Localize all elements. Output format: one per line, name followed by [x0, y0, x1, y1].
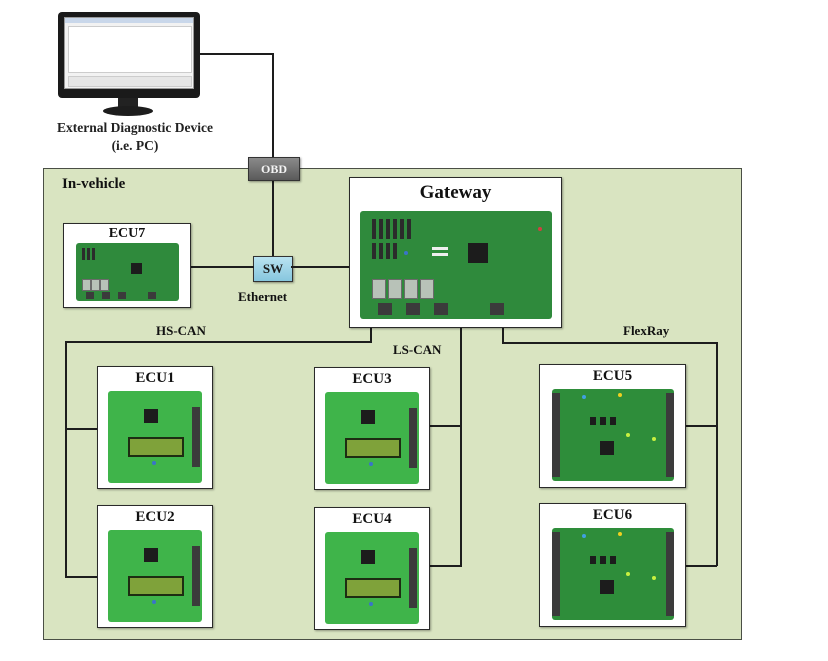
ethernet-switch: SW — [253, 256, 293, 282]
hs-can-ecu1-stub — [65, 428, 97, 430]
ecu3-board-image — [325, 392, 419, 484]
obd-to-switch-wire — [272, 178, 274, 257]
ls-can-ecu4-stub — [429, 565, 461, 567]
window-content — [68, 26, 192, 73]
monitor-neck — [118, 98, 138, 108]
ls-can-bus-vertical — [460, 326, 462, 567]
flexray-ecu5-stub — [684, 425, 717, 427]
flexray-ecu6-stub — [684, 565, 717, 567]
gateway-title: Gateway — [419, 182, 492, 203]
flexray-gateway-drop — [502, 326, 504, 344]
ecu6-title: ECU6 — [592, 507, 633, 523]
switch-to-gateway-wire — [291, 266, 350, 268]
pc-to-obd-wire — [200, 53, 274, 55]
flexray-label: FlexRay — [623, 323, 670, 338]
pc-to-obd-wire-vertical — [272, 53, 274, 158]
ecu4-board-image — [325, 532, 419, 624]
ecu5-node: ECU5 — [539, 364, 686, 488]
ls-can-ecu3-stub — [429, 425, 461, 427]
ecu7-title: ECU7 — [108, 226, 146, 241]
gateway-board-image — [360, 211, 552, 319]
ecu2-title: ECU2 — [135, 509, 175, 525]
ecu1-board-image — [108, 391, 202, 483]
ecu2-board-image — [108, 530, 202, 622]
flexray-bus-horizontal — [502, 342, 717, 344]
ecu3-title: ECU3 — [352, 371, 392, 387]
gateway-node: Gateway — [349, 177, 562, 328]
external-device-label: External Diagnostic Device — [57, 120, 213, 135]
window-controls — [68, 76, 192, 87]
ecu6-board-image — [552, 528, 674, 620]
ecu2-node: ECU2 — [97, 505, 213, 628]
hs-can-bus-horizontal — [65, 341, 372, 343]
flexray-bus-vertical — [716, 342, 718, 566]
pc-screen — [64, 17, 194, 89]
ls-can-label: LS-CAN — [393, 342, 442, 357]
ecu5-title: ECU5 — [592, 368, 633, 384]
hs-can-bus-vertical — [65, 341, 67, 577]
hs-can-label: HS-CAN — [156, 323, 206, 338]
hs-can-gateway-drop — [370, 326, 372, 342]
monitor-stand — [103, 106, 153, 116]
ecu4-title: ECU4 — [352, 511, 392, 527]
window-titlebar — [65, 18, 193, 23]
ecu1-node: ECU1 — [97, 366, 213, 489]
ecu1-title: ECU1 — [135, 370, 175, 386]
ecu7-board-image — [76, 243, 179, 301]
ecu7-to-switch-wire — [190, 266, 254, 268]
ecu4-node: ECU4 — [314, 507, 430, 630]
external-device-sublabel: (i.e. PC) — [111, 138, 159, 153]
ecu3-node: ECU3 — [314, 367, 430, 490]
ethernet-label: Ethernet — [238, 289, 288, 304]
obd-port: OBD — [248, 157, 300, 181]
in-vehicle-label: In-vehicle — [62, 176, 126, 192]
ecu5-board-image — [552, 389, 674, 481]
ecu6-node: ECU6 — [539, 503, 686, 627]
hs-can-ecu2-stub — [65, 576, 98, 578]
ecu7-node: ECU7 — [63, 223, 191, 308]
